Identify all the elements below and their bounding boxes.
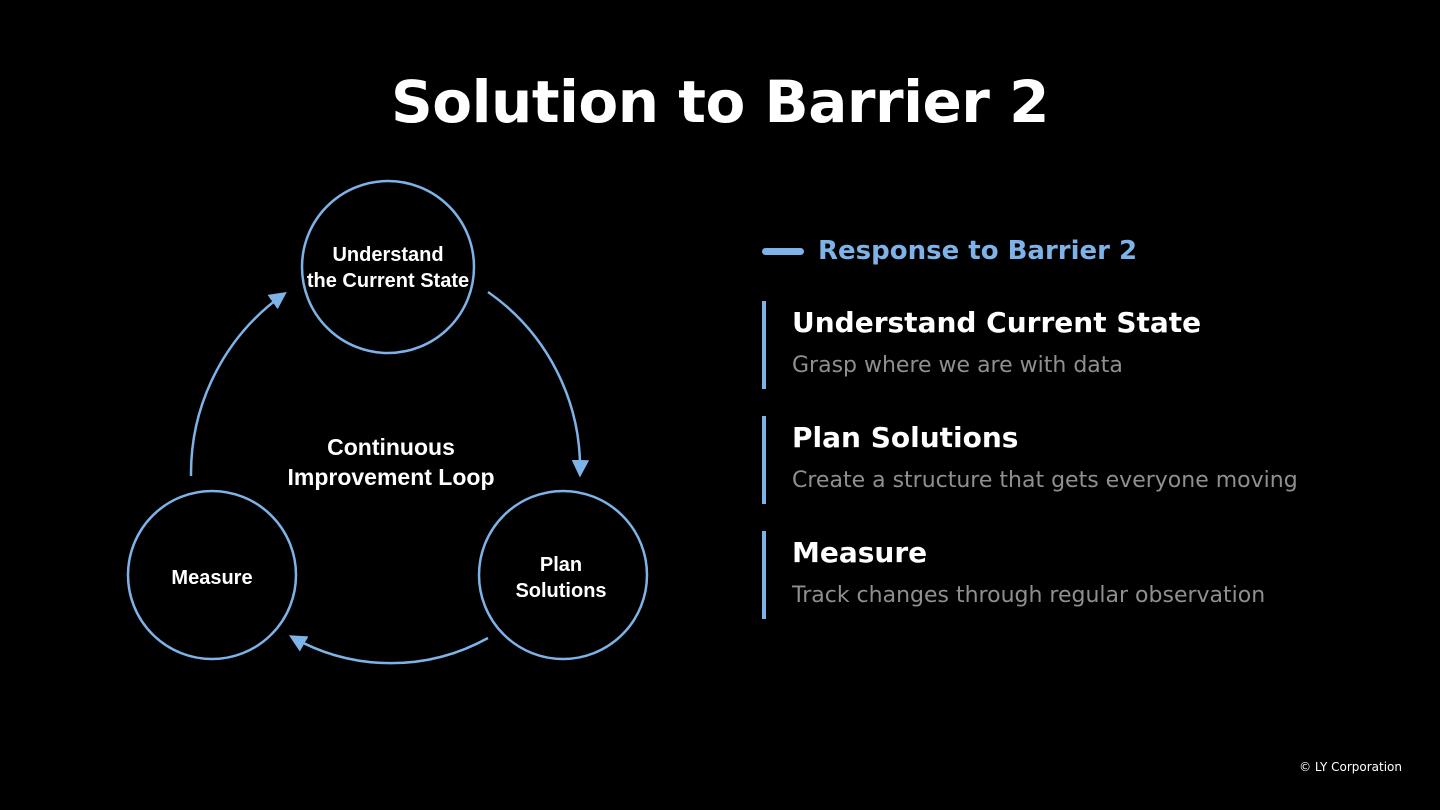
item-title: Measure <box>792 536 928 569</box>
arrow-plan-to-measure <box>288 635 489 665</box>
node-plan-line-2: Solutions <box>515 580 606 602</box>
node-measure-line-1: Measure <box>171 567 252 589</box>
node-understand-line-1: Understand <box>332 244 443 266</box>
arrow-measure-to-understand <box>189 291 287 477</box>
item-description: Create a structure that gets everyone mo… <box>792 468 1298 493</box>
item-title: Understand Current State <box>792 306 1202 339</box>
response-item-measure: Measure Track changes through regular ob… <box>762 531 1382 619</box>
arrow-understand-to-plan <box>487 290 590 478</box>
item-description: Grasp where we are with data <box>792 353 1123 378</box>
response-header: Response to Barrier 2 <box>762 236 1137 266</box>
slide-title: Solution to Barrier 2 <box>391 68 1049 136</box>
copyright-footer: © LY Corporation <box>1299 760 1402 774</box>
item-description: Track changes through regular observatio… <box>792 583 1266 608</box>
response-header-text: Response to Barrier 2 <box>818 236 1138 266</box>
center-label-line-1: Continuous <box>327 434 455 460</box>
node-measure: Measure <box>126 489 298 661</box>
node-plan: Plan Solutions <box>477 489 649 661</box>
improvement-loop-diagram: Understand the Current State Plan Soluti… <box>126 179 649 665</box>
header-dash <box>762 247 804 255</box>
node-understand-line-2: the Current State <box>307 270 469 292</box>
response-item-plan: Plan Solutions Create a structure that g… <box>762 416 1382 504</box>
response-item-understand: Understand Current State Grasp where we … <box>762 301 1382 389</box>
item-title: Plan Solutions <box>792 421 1019 454</box>
node-understand: Understand the Current State <box>300 179 476 355</box>
node-plan-line-1: Plan <box>540 554 582 576</box>
center-label-line-2: Improvement Loop <box>287 464 494 490</box>
